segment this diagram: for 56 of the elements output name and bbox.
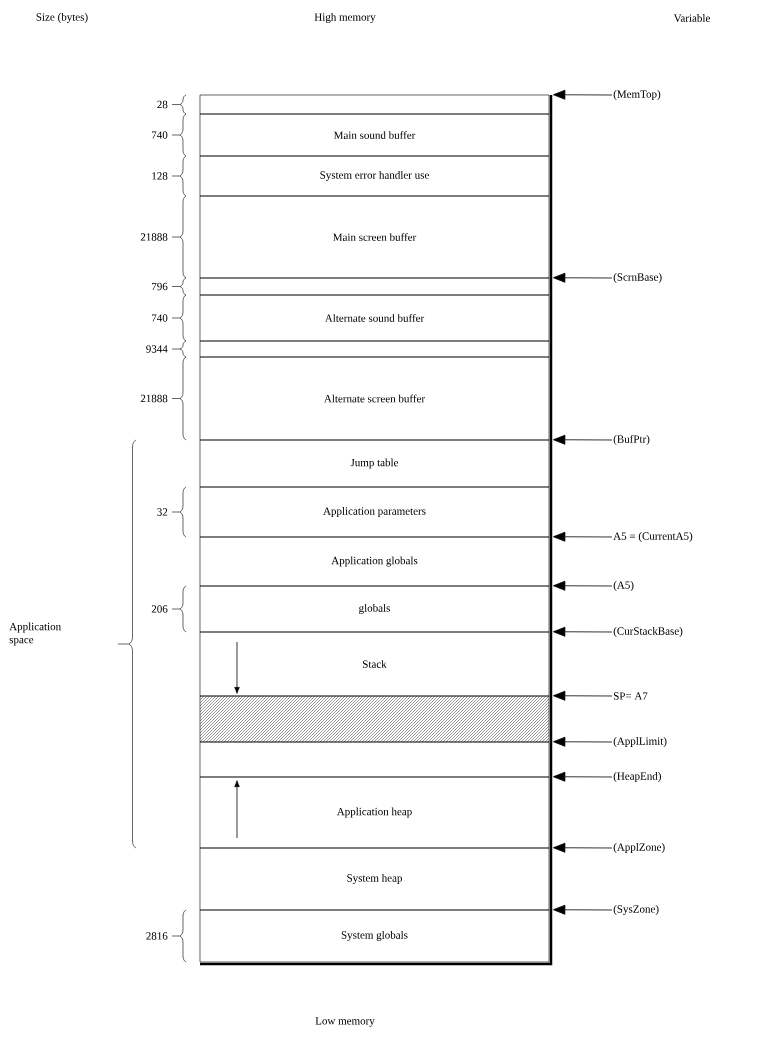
memory-band: Main sound buffer (199, 113, 550, 157)
arrow (553, 771, 613, 782)
memory-band: Jump table (199, 439, 550, 488)
variable-label: (HeapEnd) (613, 772, 661, 782)
heading: High memory (314, 13, 376, 23)
memory-band (199, 741, 550, 778)
arrow (553, 89, 613, 100)
memory-band: Alternate sound buffer (199, 294, 550, 342)
memory-band: Main screen buffer (199, 195, 550, 279)
size-label: 9344 (146, 345, 168, 353)
size-label: 21888 (140, 233, 168, 241)
size-label: 2816 (146, 932, 168, 940)
arrow (553, 904, 613, 915)
memory-band: Application parameters (199, 486, 550, 538)
arrow (553, 434, 613, 445)
arrow (553, 736, 613, 747)
size-label: 128 (152, 172, 168, 180)
arrow (553, 842, 613, 853)
size-label: 206 (151, 605, 168, 613)
variable-label: (BufPtr) (613, 434, 650, 446)
memory-band: System error handler use (199, 155, 550, 197)
region-label: Application space (9, 622, 61, 646)
arrow (553, 626, 613, 637)
memory-band: System heap (199, 847, 550, 911)
size-label: 740 (152, 314, 168, 322)
memory-band (199, 340, 550, 358)
variable-label: SP= A7 (613, 692, 648, 700)
heading: Size (bytes) (36, 13, 88, 23)
hatched-band (199, 695, 550, 743)
variable-label: (ApplZone) (613, 843, 665, 853)
memory-band: System globals (199, 909, 550, 963)
size-label: 28 (157, 100, 168, 109)
variable-label: (ScrnBase) (613, 273, 662, 283)
memory-band: Alternate screen buffer (199, 356, 550, 441)
arrow (553, 531, 613, 542)
memory-band: Application heap (199, 776, 550, 849)
heading: Variable (673, 14, 710, 22)
memory-band: Application globals (199, 536, 550, 587)
memory-band: globals (199, 585, 550, 633)
arrow (553, 580, 613, 591)
variable-label: (A5) (613, 581, 634, 591)
size-label: 740 (152, 131, 168, 139)
arrow (553, 272, 613, 283)
memory-band (199, 94, 550, 115)
variable-label: A5 = (CurrentA5) (613, 532, 693, 542)
heading: Low memory (315, 1017, 375, 1027)
variable-label: (ApplLimit) (613, 737, 667, 747)
memory-band (199, 277, 550, 296)
size-label: 796 (152, 282, 168, 291)
size-label: 21888 (140, 394, 168, 403)
memory-band: Stack (199, 631, 550, 697)
size-label: 32 (157, 508, 168, 516)
variable-label: (MemTop) (613, 90, 661, 100)
arrow (553, 690, 613, 701)
variable-label: (SysZone) (613, 905, 659, 915)
variable-label: (CurStackBase) (613, 627, 683, 637)
